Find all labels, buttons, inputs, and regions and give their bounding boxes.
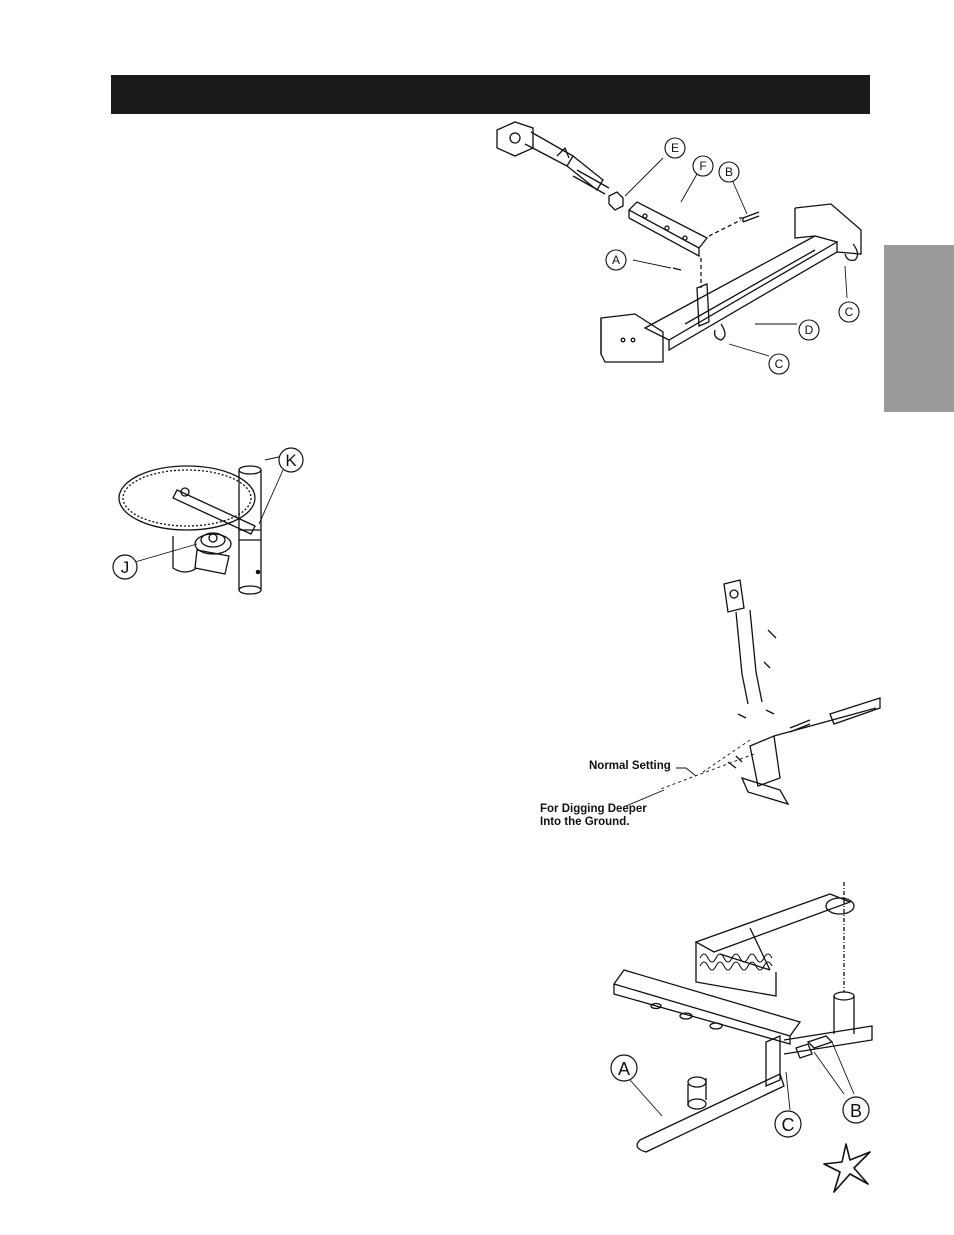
callout-a-label: A	[618, 1059, 630, 1079]
section-side-tab	[884, 245, 954, 412]
callout-f	[692, 155, 714, 177]
digging-deeper-line2: Into the Ground.	[540, 816, 630, 828]
normal-setting-leader	[676, 767, 697, 777]
callout-a	[610, 1054, 638, 1082]
callout-j	[112, 554, 138, 580]
digging-deeper-line1: For Digging Deeper	[540, 803, 647, 815]
star-burst-logo-icon	[823, 1143, 871, 1193]
callout-c-label: C	[782, 1115, 795, 1135]
callout-c	[774, 1110, 802, 1138]
callout-d-label: D	[805, 323, 814, 337]
callout-b-label: B	[725, 165, 733, 179]
callout-c-right	[838, 301, 860, 323]
callout-j-label: J	[121, 558, 130, 577]
callout-b-label: B	[850, 1101, 862, 1121]
figure1-callouts: E F B A C D C	[605, 137, 860, 375]
callout-f-label: F	[699, 159, 706, 173]
callout-b	[718, 161, 740, 183]
callout-b	[842, 1096, 870, 1124]
callout-a	[605, 249, 627, 271]
callout-e	[664, 137, 686, 159]
lower-arm-spring-diagram: A B C	[610, 882, 873, 1153]
callout-c-right-label: C	[845, 305, 854, 319]
normal-setting-label: Normal Setting	[589, 760, 671, 772]
digging-deeper-leader	[625, 789, 665, 807]
tine-depth-diagram	[657, 579, 881, 806]
section-header-bar	[111, 75, 870, 114]
callout-k	[278, 447, 304, 473]
callout-a-label: A	[612, 253, 620, 267]
callout-k-label: K	[285, 451, 297, 470]
hitch-assembly-diagram: E F B A C D C	[496, 121, 862, 375]
callout-c-bottom	[768, 353, 790, 375]
callout-d	[798, 319, 820, 341]
callout-c-bottom-label: C	[775, 357, 784, 371]
belt-pulley-diagram: K J	[112, 447, 304, 595]
callout-e-label: E	[671, 141, 679, 155]
